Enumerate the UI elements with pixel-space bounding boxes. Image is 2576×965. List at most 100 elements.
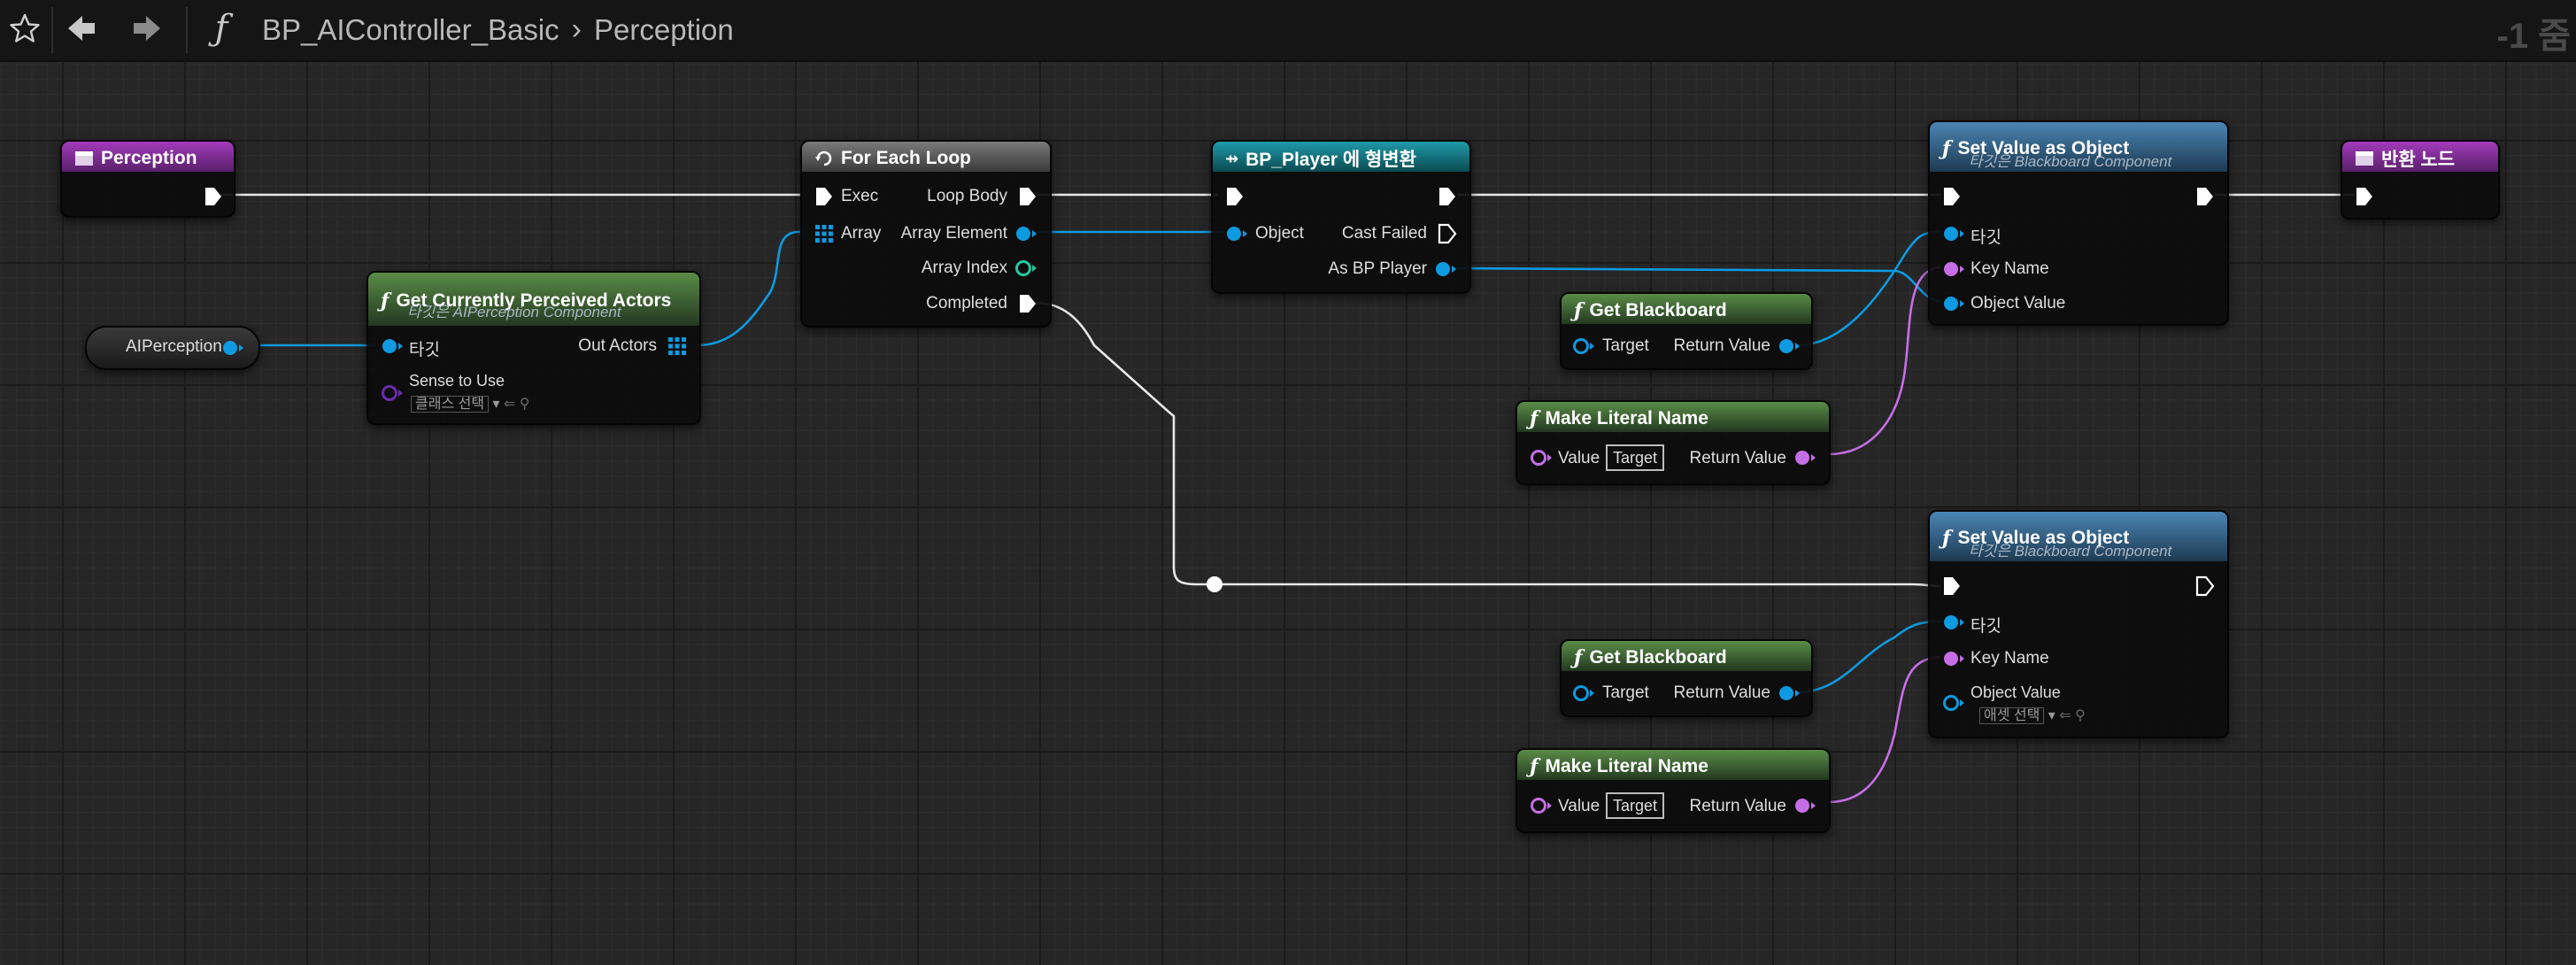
asset-select-dropdown[interactable]: 애셋 선택 ▾ ⇐ ⚲ <box>1979 703 2086 724</box>
node-title: 반환 노드 <box>2381 150 2456 170</box>
function-node-set-value-as-object[interactable]: ƒ Set Value as Object 타깃은 Blackboard Com… <box>1928 510 2229 738</box>
exec-out-pin[interactable] <box>2195 186 2215 207</box>
object-out-pin[interactable] <box>221 338 244 358</box>
macro-node-for-each-loop[interactable]: For Each Loop Exec Array Loop Body Array… <box>800 140 1052 328</box>
function-icon: ƒ <box>1574 299 1583 322</box>
breadcrumb-function[interactable]: Perception <box>593 12 734 46</box>
function-node-get-blackboard[interactable]: ƒ Get Blackboard Target Return Value <box>1560 639 1813 717</box>
breadcrumb: BP_AIController_Basic › Perception <box>262 12 734 47</box>
function-node-make-literal-name[interactable]: ƒ Make Literal Name Value Target Return … <box>1516 400 1831 485</box>
object-wire <box>697 230 802 347</box>
variable-node-aiperception[interactable]: AIPerception <box>85 326 260 370</box>
exec-out-pin[interactable] <box>1438 223 1457 244</box>
pin-label: Out Actors <box>578 336 657 355</box>
arrow-right-icon[interactable] <box>127 9 166 48</box>
target-pin[interactable] <box>1942 613 1965 632</box>
class-select-dropdown[interactable]: 클래스 선택 ▾ ⇐ ⚲ <box>411 391 530 413</box>
name-in-pin[interactable] <box>1530 796 1553 815</box>
exec-wire <box>1035 301 1215 586</box>
function-node-get-perceived-actors[interactable]: ƒ Get Currently Perceived Actors 타깃은 AIP… <box>366 271 701 425</box>
exec-out-pin[interactable] <box>204 186 223 207</box>
object-out-pin[interactable] <box>1014 224 1037 243</box>
target-pin[interactable] <box>1572 683 1595 703</box>
exec-out-pin[interactable] <box>2195 575 2215 597</box>
name-in-pin[interactable] <box>1530 448 1553 467</box>
search-icon[interactable]: ⚲ <box>519 397 530 412</box>
cast-node-bp-player[interactable]: ⇸ BP_Player 에 형변환 Object Cast Failed As … <box>1211 140 1471 294</box>
target-pin[interactable] <box>1572 336 1595 356</box>
chevron-right-icon: › <box>571 12 582 46</box>
function-node-make-literal-name[interactable]: ƒ Make Literal Name Value Target Return … <box>1516 748 1831 833</box>
pin-label: Key Name <box>1971 259 2049 278</box>
exec-in-pin[interactable] <box>1942 575 1962 597</box>
target-pin[interactable] <box>381 336 404 356</box>
name-pin[interactable] <box>1942 649 1965 668</box>
literal-name-input[interactable]: Target <box>1606 792 1665 819</box>
literal-name-input[interactable]: Target <box>1606 444 1665 471</box>
exec-in-pin[interactable] <box>1942 186 1962 207</box>
pin-label: Target <box>1602 683 1649 702</box>
pin-label: 타깃 <box>1971 228 2001 247</box>
exec-out-pin[interactable] <box>1438 186 1457 207</box>
zoom-level: -1 줌 <box>2496 17 2571 56</box>
pin-label: Array <box>841 224 882 243</box>
name-wire <box>1828 266 1941 456</box>
exec-out-pin[interactable] <box>1018 186 1037 207</box>
pin-label: Cast Failed <box>1341 224 1427 243</box>
object-out-pin[interactable] <box>1434 259 1457 279</box>
node-title: Get Currently Perceived Actors <box>396 290 672 311</box>
target-pin[interactable] <box>1942 224 1965 243</box>
chevron-down-icon: ▾ <box>492 397 500 412</box>
pin-label: Return Value <box>1673 683 1771 702</box>
name-wire <box>1828 655 1941 804</box>
event-icon <box>75 151 93 166</box>
node-title: AIPerception <box>126 337 222 356</box>
exec-in-pin[interactable] <box>814 186 834 207</box>
class-pin[interactable] <box>381 383 404 403</box>
object-out-pin[interactable] <box>1778 683 1801 703</box>
function-icon: ƒ <box>1942 137 1951 160</box>
node-title: For Each Loop <box>841 148 971 168</box>
node-title: Perception <box>101 148 197 168</box>
search-icon[interactable]: ⚲ <box>2075 708 2086 723</box>
object-out-pin[interactable] <box>1778 336 1801 356</box>
exec-wire <box>1215 583 1941 588</box>
int-out-pin[interactable] <box>1014 259 1037 278</box>
object-wire <box>1796 620 1941 694</box>
use-selected-icon[interactable]: ⇐ <box>2059 708 2071 723</box>
function-node-set-value-as-object[interactable]: ƒ Set Value as Object 타깃은 Blackboard Com… <box>1928 120 2229 326</box>
pin-label: Object <box>1255 224 1304 243</box>
exec-in-pin[interactable] <box>1225 186 1245 207</box>
object-in-pin[interactable] <box>1225 224 1248 243</box>
reroute-knot <box>1207 576 1222 592</box>
name-pin[interactable] <box>1942 259 1965 279</box>
event-node-perception[interactable]: Perception <box>60 140 235 218</box>
loop-icon <box>815 151 832 166</box>
toolbar-divider <box>186 7 188 53</box>
name-out-pin[interactable] <box>1793 796 1816 815</box>
use-selected-icon[interactable]: ⇐ <box>503 397 516 412</box>
pin-label: Value <box>1558 449 1600 467</box>
function-node-get-blackboard[interactable]: ƒ Get Blackboard Target Return Value <box>1560 292 1813 370</box>
return-node[interactable]: 반환 노드 <box>2341 140 2500 220</box>
object-in-pin[interactable] <box>1942 693 1965 713</box>
object-in-pin[interactable] <box>1942 294 1965 313</box>
exec-out-pin[interactable] <box>1018 293 1037 314</box>
toolbar-divider <box>51 7 53 53</box>
array-out-pin[interactable] <box>667 336 687 356</box>
node-title: Get Blackboard <box>1589 300 1727 320</box>
exec-in-pin[interactable] <box>2355 186 2374 207</box>
node-subtitle: 타깃은 AIPerception Component <box>407 304 621 320</box>
node-title: BP_Player 에 형변환 <box>1246 150 1416 170</box>
name-out-pin[interactable] <box>1793 448 1816 467</box>
pin-label: Key Name <box>1971 649 2049 668</box>
node-subtitle: 타깃은 Blackboard Component <box>1969 153 2172 170</box>
node-title: Make Literal Name <box>1545 756 1708 776</box>
arrow-left-icon[interactable] <box>62 9 101 48</box>
array-in-pin[interactable] <box>814 224 834 243</box>
star-icon[interactable] <box>5 9 44 48</box>
pin-label: Sense to Use <box>409 372 505 390</box>
breadcrumb-blueprint[interactable]: BP_AIController_Basic <box>262 12 559 46</box>
pin-label: Return Value <box>1689 797 1787 815</box>
node-title: Set Value as Object <box>1957 138 2130 158</box>
